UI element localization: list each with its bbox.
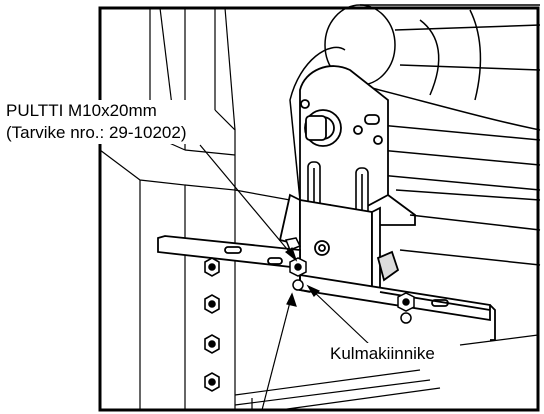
leader-lines (199, 144, 371, 411)
frame-bolts (204, 257, 220, 392)
bracket-callout: Kulmakiinnike (328, 343, 437, 365)
roller-drum (289, 4, 541, 266)
bolt-callout-part-number: (Tarvike nro.: 29-10202) (6, 123, 187, 142)
bolt-callout: PULTTI M10x20mm (Tarvike nro.: 29-10202) (6, 100, 190, 144)
bracket-bolts (284, 237, 415, 324)
lower-structure (234, 334, 539, 411)
bolt-callout-title: PULTTI M10x20mm (6, 101, 157, 120)
